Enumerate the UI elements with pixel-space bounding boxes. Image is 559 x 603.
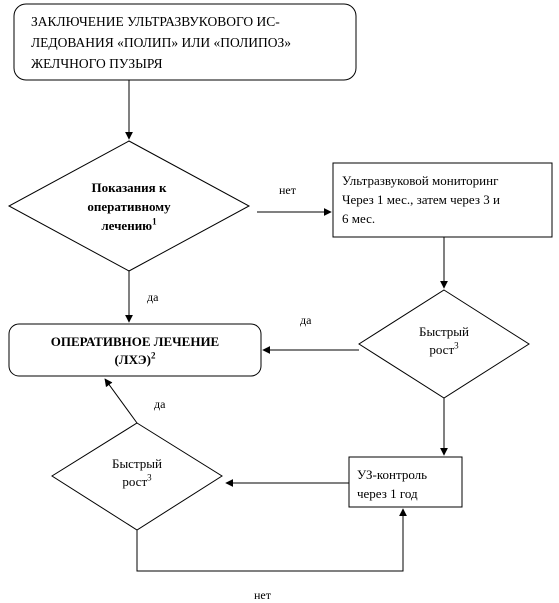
arrow-left-growth-no-loop bbox=[136, 508, 407, 572]
edge-label-left-growth-yes: да bbox=[154, 397, 166, 411]
fast-growth-left-footnote: 3 bbox=[147, 472, 152, 483]
start-line-1: ЗАКЛЮЧЕНИЕ УЛЬТРАЗВУКОВОГО ИС- bbox=[31, 14, 280, 29]
monitoring-line-1: Ультразвуковой мониторинг bbox=[342, 173, 499, 188]
fast-growth-right-line-2: рост3 bbox=[394, 341, 494, 359]
fast-growth-right-line-1: Быстрый bbox=[418, 324, 469, 339]
fast-growth-left-line-2: рост3 bbox=[87, 473, 187, 491]
fast-growth-right-footnote: 3 bbox=[454, 340, 459, 351]
edge-label-indications-no: нет bbox=[279, 183, 296, 197]
surgery-line-2: (ЛХЭ)2 bbox=[12, 351, 258, 369]
fast-growth-left-line-2-text: рост bbox=[122, 474, 148, 489]
edge-label-right-growth-yes: да bbox=[300, 313, 312, 327]
surgery-box bbox=[8, 323, 262, 377]
surgery-line-2-text: (ЛХЭ) bbox=[114, 352, 151, 367]
indications-line-2: оперативному bbox=[87, 199, 171, 214]
start-line-3: ЖЕЛЧНОГО ПУЗЫРЯ bbox=[31, 56, 163, 71]
fast-growth-left-text: Быстрый рост3 bbox=[87, 455, 187, 491]
surgery-text: ОПЕРАТИВНОЕ ЛЕЧЕНИЕ (ЛХЭ)2 bbox=[12, 333, 258, 369]
fast-growth-left-line-1: Быстрый bbox=[111, 456, 162, 471]
start-line-2: ЛЕДОВАНИЯ «ПОЛИП» ИЛИ «ПОЛИПОЗ» bbox=[31, 35, 292, 50]
us-control-line-2: через 1 год bbox=[357, 486, 418, 501]
monitoring-line-2: Через 1 мес., затем через 3 и bbox=[342, 192, 500, 207]
monitoring-text: Ультразвуковой мониторинг Через 1 мес., … bbox=[342, 171, 550, 228]
edge-label-left-growth-no: нет bbox=[254, 588, 271, 602]
indications-line-3-text: лечению bbox=[101, 218, 153, 233]
fast-growth-right-line-2-text: рост bbox=[429, 342, 455, 357]
indications-footnote: 1 bbox=[152, 216, 157, 227]
monitoring-box bbox=[332, 162, 553, 238]
indications-text: Показания к оперативному лечению1 bbox=[59, 178, 199, 235]
arrow-left-growth-to-surgery bbox=[104, 378, 138, 424]
fast-growth-right-text: Быстрый рост3 bbox=[394, 323, 494, 359]
us-control-text: УЗ-контроль через 1 год bbox=[357, 465, 461, 503]
surgery-footnote: 2 bbox=[150, 350, 156, 361]
edge-label-indications-yes: да bbox=[147, 290, 159, 304]
start-box bbox=[13, 3, 357, 81]
indications-line-1: Показания к bbox=[91, 180, 167, 195]
us-control-box bbox=[348, 456, 463, 508]
start-box-text: ЗАКЛЮЧЕНИЕ УЛЬТРАЗВУКОВОГО ИС- ЛЕДОВАНИЯ… bbox=[31, 11, 353, 74]
us-control-line-1: УЗ-контроль bbox=[357, 467, 428, 482]
indications-line-3: лечению1 bbox=[59, 216, 199, 235]
surgery-line-1: ОПЕРАТИВНОЕ ЛЕЧЕНИЕ bbox=[50, 334, 220, 349]
monitoring-line-3: 6 мес. bbox=[342, 211, 376, 226]
